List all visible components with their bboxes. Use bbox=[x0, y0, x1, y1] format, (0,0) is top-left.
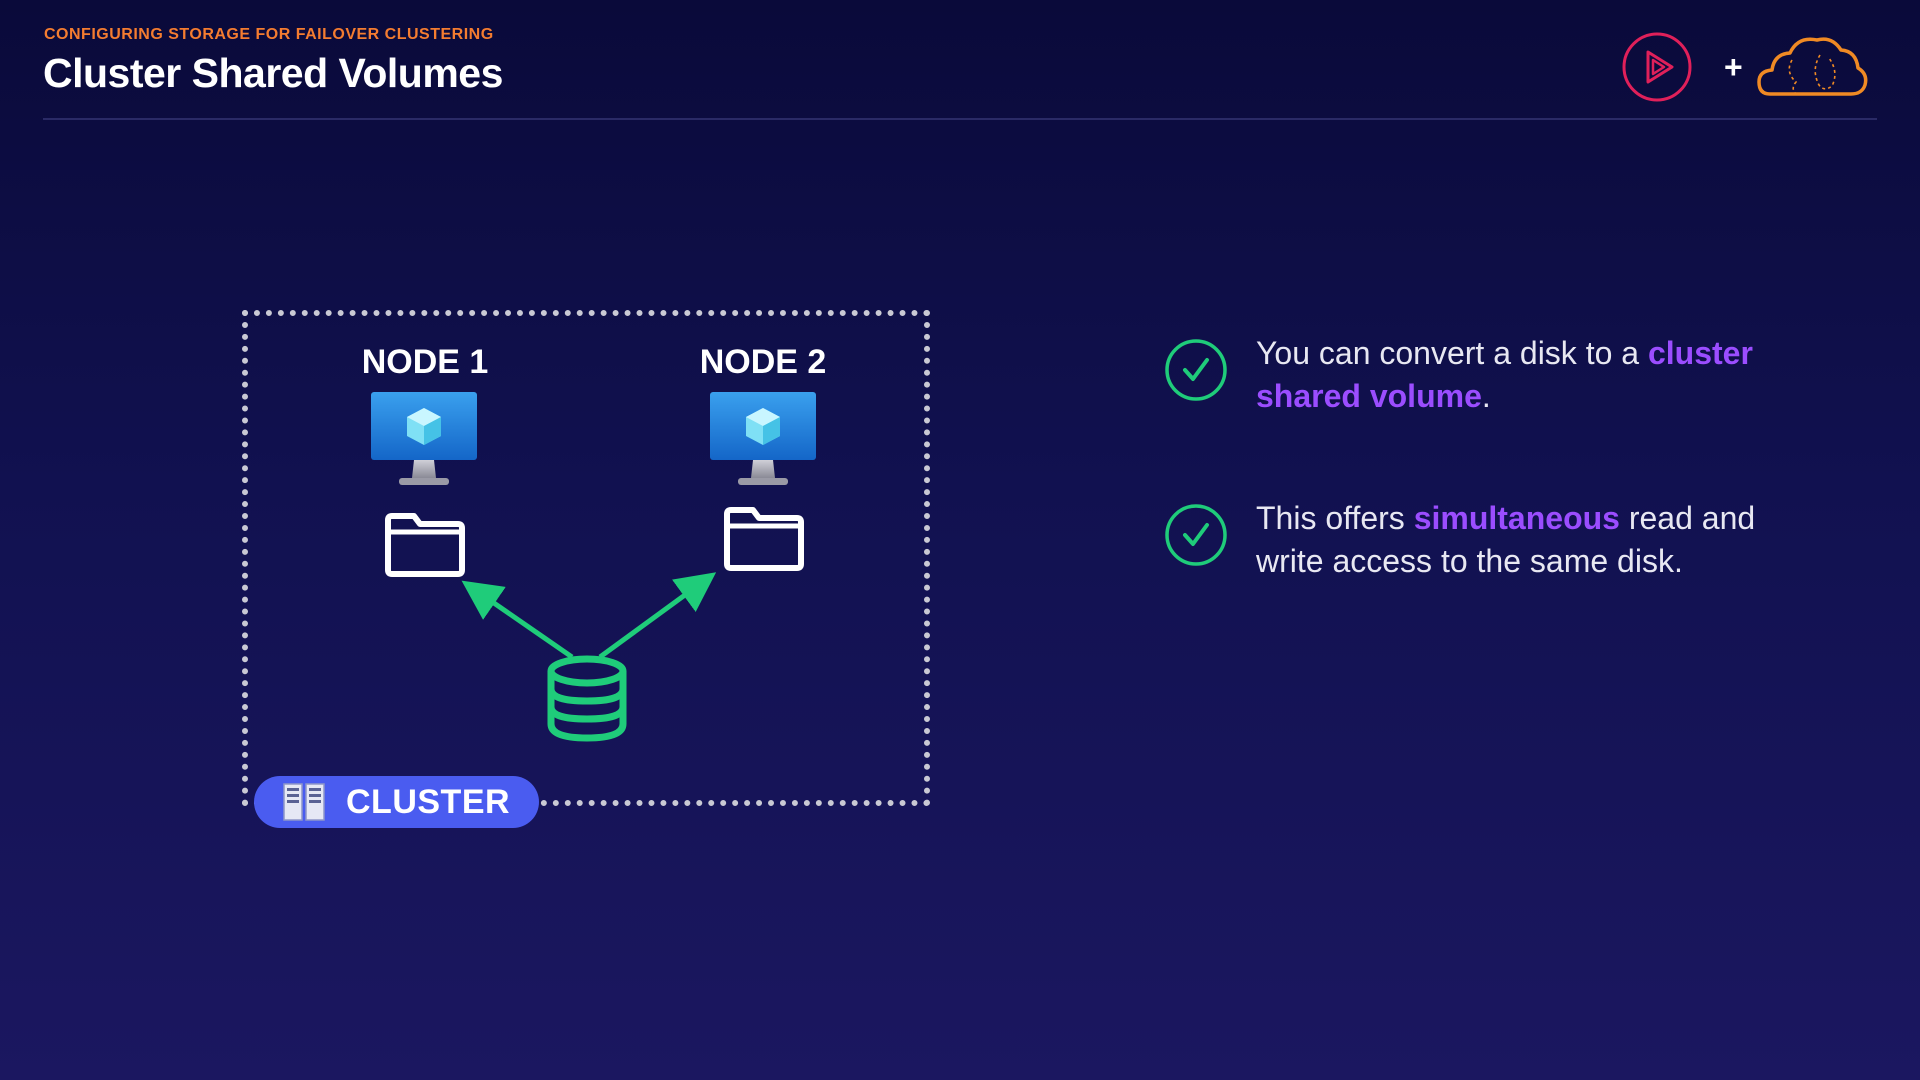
checkmark-circle-icon bbox=[1165, 339, 1227, 401]
bullet-item: You can convert a disk to a cluster shar… bbox=[1164, 332, 1784, 418]
bullet-text: You can convert a disk to a cluster shar… bbox=[1256, 335, 1753, 414]
cloud-logo-icon bbox=[1757, 37, 1868, 96]
cluster-badge: CLUSTER bbox=[254, 776, 539, 828]
checkmark-circle-icon bbox=[1165, 504, 1227, 566]
section-eyebrow: CONFIGURING STORAGE FOR FAILOVER CLUSTER… bbox=[44, 26, 494, 43]
brand-logos: + bbox=[1620, 30, 1880, 105]
plus-sign: + bbox=[1724, 49, 1743, 85]
server-rack-icon bbox=[283, 783, 325, 821]
highlight-term: simultaneous bbox=[1413, 500, 1620, 536]
play-logo-icon bbox=[1622, 32, 1692, 102]
node1-label: NODE 1 bbox=[361, 343, 489, 381]
folder-icon bbox=[385, 513, 465, 577]
bullet-item: This offers simultaneous read and write … bbox=[1164, 497, 1784, 583]
bullet-text: This offers simultaneous read and write … bbox=[1256, 500, 1756, 579]
folder-icon bbox=[724, 507, 804, 571]
cluster-label: CLUSTER bbox=[346, 782, 511, 821]
node2-label: NODE 2 bbox=[699, 343, 827, 381]
page-title: Cluster Shared Volumes bbox=[43, 50, 503, 96]
cluster-boundary bbox=[242, 310, 930, 806]
highlight-term: cluster shared volume bbox=[1256, 335, 1753, 414]
computer-monitor-icon bbox=[371, 392, 477, 485]
computer-monitor-icon bbox=[710, 392, 816, 485]
header-divider bbox=[43, 118, 1877, 120]
